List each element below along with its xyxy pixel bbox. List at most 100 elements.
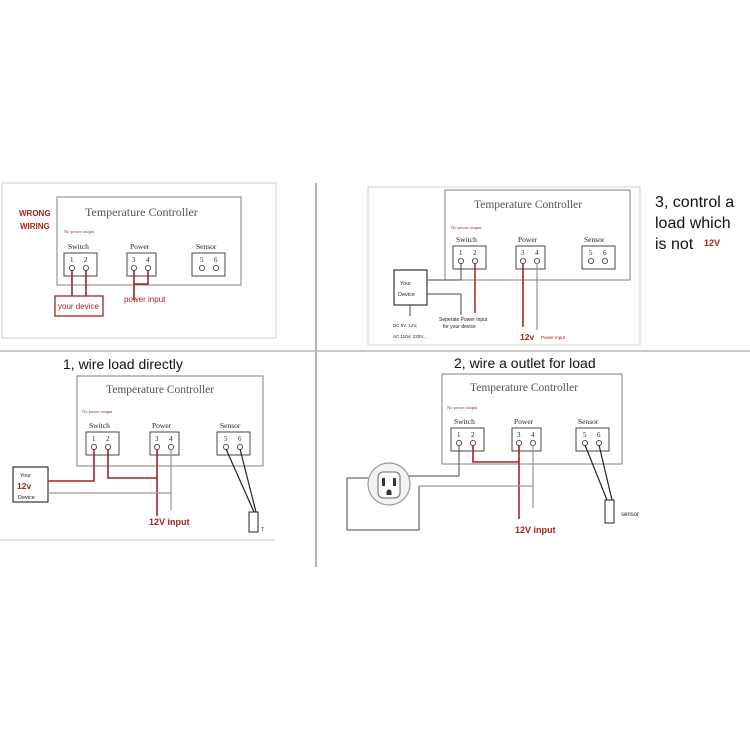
sensor-probe: [604, 499, 615, 524]
probe-label: T: [261, 527, 264, 533]
panel-wrong-wiring: WRONG WIRING Temperature Controller No p…: [19, 196, 242, 317]
caption-wire-outlet: 2, wire a outlet for load: [454, 355, 596, 371]
switch-label: Switch: [89, 421, 110, 430]
terminal-number: 4: [169, 435, 173, 443]
no-power-output-note: No power output: [82, 409, 113, 414]
switch-terminal-block: [452, 245, 487, 270]
controller-title: Temperature Controller: [85, 205, 198, 219]
sensor-probe: [248, 511, 259, 533]
terminal-number: 2: [471, 431, 475, 439]
your-device-box: [393, 269, 428, 306]
controller-title: Temperature Controller: [106, 384, 214, 396]
terminal-number: 4: [146, 256, 150, 264]
sensor-label: Sensor: [220, 421, 241, 430]
terminal-number: 5: [200, 256, 204, 264]
input-12v-label: 12v: [520, 332, 534, 342]
terminal-screws: [455, 439, 603, 446]
wrong-label: WRONG: [19, 209, 51, 218]
caption-12v: 12V: [704, 238, 720, 248]
terminal-number: 6: [597, 431, 601, 439]
input-12v-label: 12V input: [515, 525, 556, 535]
black-wire: [346, 477, 420, 531]
terminal-number: 3: [517, 431, 521, 439]
panel-wire-direct: 1, wire load directly Temperature Contro…: [12, 356, 264, 533]
red-wire: [107, 449, 157, 479]
sensor-label: Sensor: [196, 242, 217, 251]
caption-wire-direct: 1, wire load directly: [63, 356, 183, 372]
your-device-box: [12, 466, 49, 503]
switch-terminal-block: [63, 252, 98, 277]
sensor-label: Sensor: [584, 235, 605, 244]
sensor-label: Sensor: [578, 417, 599, 426]
power-input-label: power input: [124, 295, 166, 304]
terminal-number: 2: [106, 435, 110, 443]
sensor-wire: [584, 444, 613, 501]
sensor-wire: [225, 448, 257, 513]
power-label: Power: [518, 235, 538, 244]
terminal-screws: [91, 443, 243, 450]
terminal-number: 2: [84, 256, 88, 264]
red-wire: [133, 270, 149, 300]
switch-label: Switch: [454, 417, 475, 426]
terminal-number: 5: [224, 435, 228, 443]
terminal-number: 1: [92, 435, 96, 443]
terminal-number: 3: [155, 435, 159, 443]
switch-label: Switch: [456, 235, 477, 244]
terminal-number: 1: [459, 249, 463, 257]
terminal-number: 5: [589, 249, 593, 257]
terminal-number: 5: [583, 431, 587, 439]
separate-power-label: for your device: [443, 324, 476, 330]
your-device-box: [54, 295, 104, 317]
power-label: Power: [514, 417, 534, 426]
terminal-number: 3: [521, 249, 525, 257]
terminal-number: 1: [70, 256, 74, 264]
input-12v-label: 12V input: [149, 517, 190, 527]
black-wire: [427, 263, 462, 281]
terminal-number: 6: [603, 249, 607, 257]
switch-terminal-block: [85, 431, 120, 456]
sensor-terminal-block: [216, 431, 251, 456]
red-wire: [71, 270, 87, 298]
black-wire: [427, 293, 462, 315]
no-power-output-note: No power output: [447, 405, 478, 410]
controller-title: Temperature Controller: [470, 382, 578, 394]
your-device-label: your device: [58, 302, 99, 311]
wiring-label: WIRING: [20, 222, 50, 231]
terminal-number: 1: [457, 431, 461, 439]
ac-voltage-label: AC 110V, 220V,...: [393, 334, 428, 339]
power-label: Power: [130, 242, 150, 251]
terminal-number: 4: [531, 431, 535, 439]
caption-control-load: 3, control a: [655, 194, 734, 211]
outlet-icon: [367, 462, 411, 506]
controller-title: Temperature Controller: [474, 199, 582, 211]
device-label: Device: [18, 495, 35, 501]
device-12v-label: 12v: [17, 481, 31, 491]
no-power-output-note: No power output: [64, 229, 95, 234]
your-device-label: Device: [398, 292, 415, 298]
terminal-number: 4: [535, 249, 539, 257]
switch-label: Switch: [68, 242, 89, 251]
red-wire: [48, 449, 95, 482]
separate-power-label: Seperate Power Input: [439, 317, 488, 323]
power-input-label: Power Input: [541, 335, 566, 340]
terminal-number: 6: [214, 256, 218, 264]
switch-terminal-block: [450, 427, 485, 452]
red-wire: [472, 445, 519, 463]
dc-voltage-label: DC 5V, 12V,: [393, 323, 417, 328]
panel-control-load: Temperature Controller No power output S…: [393, 189, 734, 342]
power-label: Power: [152, 421, 172, 430]
caption-control-load: is not: [655, 236, 694, 253]
sensor-terminal-block: [575, 427, 610, 452]
black-wire: [409, 445, 460, 477]
terminal-number: 2: [473, 249, 477, 257]
caption-control-load: load which: [655, 215, 731, 232]
terminal-number: 6: [238, 435, 242, 443]
sensor-terminal-block: [191, 252, 226, 277]
your-device-label: Your: [400, 281, 411, 287]
terminal-number: 3: [132, 256, 136, 264]
sensor-terminal-block: [581, 245, 616, 270]
device-your-label: Your: [20, 473, 31, 479]
panel-wire-outlet: 2, wire a outlet for load Temperature Co…: [346, 355, 639, 535]
no-power-output-note: No power output: [451, 225, 482, 230]
